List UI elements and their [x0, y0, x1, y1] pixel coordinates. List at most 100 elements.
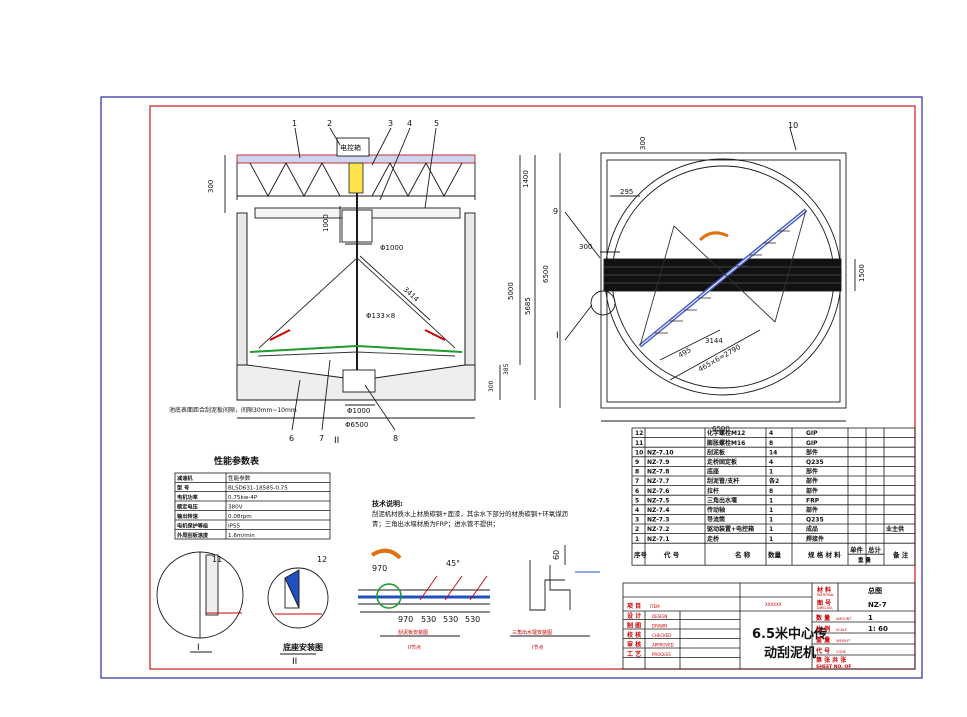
part-qty: 1 — [769, 526, 773, 533]
plan-dim-495: 495 — [677, 346, 693, 360]
title-role-label: 审 核 — [627, 641, 641, 649]
qty-en: AMOUNT — [836, 617, 852, 621]
part-name: 化学螺栓M12 — [707, 429, 745, 437]
parts-header-weight: 重 量 — [858, 556, 871, 564]
material-value: 总图 — [868, 586, 882, 595]
detail-num-11: 11 — [212, 555, 222, 564]
code-label: 代 号 — [815, 647, 830, 655]
part-code: NZ-7.7 — [647, 478, 669, 485]
detail-num-12: 12 — [317, 555, 327, 564]
tech-note-line-1: 刮泥机材质水上材质碳钢+面漆，其余水下部分的材质碳钢+环氧煤沥 — [372, 509, 569, 518]
plan-outline — [600, 152, 847, 409]
material-label: 材 料 — [816, 586, 831, 594]
part-qty: 1 — [769, 497, 773, 504]
part-name: 刮泥管/支杆 — [707, 477, 739, 485]
scale-label: 比 例 — [816, 625, 830, 633]
perf-label: 电机保护等级 — [177, 522, 209, 530]
detail-i-label: I — [197, 643, 200, 653]
dim-385: 385 — [503, 363, 510, 375]
part-code: NZ-7.2 — [647, 526, 669, 533]
plan-dim-3144: 3144 — [705, 337, 723, 345]
part-name: 走桥固定板 — [707, 458, 738, 466]
part-code: NZ-7.10 — [647, 449, 674, 456]
part-no: 12 — [635, 430, 643, 437]
part-material: 焊接件 — [806, 535, 824, 543]
dim-45-deg: 45° — [446, 559, 460, 568]
part-code: NZ-7.5 — [647, 497, 669, 504]
title-role-label: 工 艺 — [627, 650, 641, 658]
part-name: 底座 — [707, 468, 719, 476]
perf-value: 0.08rpm — [228, 514, 252, 520]
code-en: CODE — [836, 650, 846, 654]
qty-value: 1 — [868, 614, 873, 622]
dim-phi133: Φ133×8 — [366, 312, 395, 320]
part-qty: 4 — [769, 459, 773, 466]
part-no: 8 — [635, 469, 639, 476]
parts-header: 总计 — [868, 545, 882, 554]
part-material: Q235 — [806, 517, 824, 524]
detail-iii-caption: 刮泥板安装图 — [398, 629, 428, 636]
part-qty: 1 — [769, 536, 773, 543]
balloon-5: 5 — [434, 119, 439, 128]
dim-970: 970 — [398, 615, 413, 624]
part-name: 三角出水堰 — [707, 496, 737, 504]
parts-header: 序号 — [633, 550, 648, 559]
scale-value: 1: 60 — [868, 625, 888, 633]
detail-iii-sub: II节点 — [408, 645, 421, 651]
part-no: 5 — [635, 497, 639, 504]
part-name: 导流筒 — [707, 516, 725, 524]
part-qty: 各2 — [768, 477, 779, 485]
title-role-en: CHECKED — [652, 633, 671, 638]
drawing-no-label: 图 号 — [817, 599, 831, 607]
detail-iv — [510, 545, 600, 637]
part-qty: 8 — [769, 440, 773, 447]
part-qty: 1 — [769, 469, 773, 476]
balloon-2: 2 — [327, 119, 332, 128]
parts-header: 单件 — [850, 545, 864, 554]
balloon-7: 7 — [319, 434, 324, 443]
title-role-label: 制 图 — [627, 622, 641, 630]
dim-60: 60 — [552, 550, 561, 560]
parts-header: 名 称 — [735, 550, 751, 559]
control-box-label: 电控箱 — [340, 143, 361, 152]
perf-label: 额定电压 — [177, 503, 199, 511]
balloon-6: 6 — [289, 434, 294, 443]
rotation-arrow-detail — [370, 548, 402, 560]
dim-300: 300 — [207, 180, 215, 193]
part-material: GIP — [806, 440, 818, 447]
material-en: MATERIAL — [817, 593, 834, 597]
dim-phi1000b: Φ1000 — [347, 407, 370, 415]
scale-en: SCALE — [836, 628, 847, 632]
part-no: 9 — [635, 459, 639, 466]
part-qty: 14 — [769, 449, 777, 456]
balloon-1: 1 — [292, 119, 297, 128]
dim-970-top: 970 — [372, 564, 387, 573]
detail-iv-caption: 三角出水堰安装图 — [512, 629, 552, 636]
tech-note-line-2: 青；三角出水堰材质为FRP；进水管不提供； — [372, 519, 499, 528]
part-name: 拉杆 — [707, 487, 719, 495]
rake-arm — [249, 344, 463, 353]
part-no: 6 — [635, 488, 639, 495]
part-no: 1 — [635, 536, 639, 543]
part-code: NZ-7.4 — [647, 507, 669, 514]
part-no: 4 — [635, 507, 639, 514]
sheet-en: SHEET NO. OF — [816, 664, 851, 670]
perf-value: 380V — [228, 505, 243, 511]
part-name: 膨胀螺栓M16 — [706, 439, 745, 447]
title-role-en: DESIGN — [652, 614, 667, 619]
drawing-no-value: NZ-7 — [868, 601, 887, 609]
part-material: 部件 — [806, 477, 818, 485]
plan-dim-300: 300 — [579, 243, 592, 251]
rotation-arrow — [698, 231, 729, 242]
part-qty: 8 — [769, 488, 773, 495]
title-role-label: 校 核 — [627, 631, 641, 639]
perf-label: 型 号 — [177, 484, 189, 492]
plan-dim-6500h: 6500 — [712, 425, 730, 433]
perf-value: 性能参数 — [228, 474, 251, 482]
dim-530-a: 530 — [421, 615, 436, 624]
part-no: 7 — [635, 478, 639, 485]
parts-header: 备 注 — [892, 550, 909, 559]
dim-300b: 300 — [488, 380, 495, 392]
